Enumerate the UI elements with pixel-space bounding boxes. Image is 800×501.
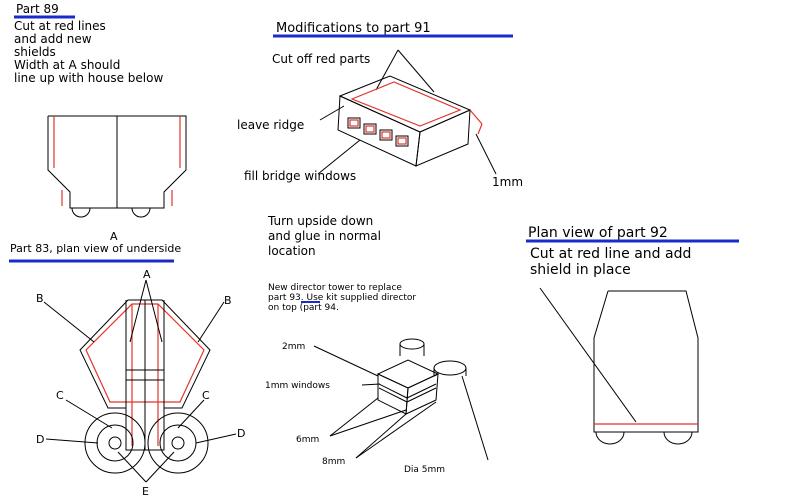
director-dim-dia: Dia 5mm [404, 465, 445, 475]
director-text-1: New director tower to replace [268, 283, 402, 293]
part91-cut-off: Cut off red parts [272, 52, 370, 66]
director-text-2: part 93. Use kit supplied director [268, 293, 416, 303]
part83-label-a: A [143, 268, 151, 281]
part91-turn-3: location [268, 244, 316, 258]
part89-line-4: Width at A should [14, 58, 120, 72]
part91-turn-2: and glue in normal [268, 229, 381, 243]
part83-label-d-right: D [237, 427, 245, 440]
director-drawing [376, 338, 467, 415]
part83-label-e: E [142, 485, 149, 498]
part89-line-3: shields [14, 45, 56, 59]
part92-text-1: Cut at red line and add [530, 246, 691, 262]
part83-title: Part 83, plan view of underside [10, 242, 181, 255]
part92-drawing [539, 287, 699, 445]
part91-fill-bridge: fill bridge windows [244, 169, 356, 183]
part91-turn-1: Turn upside down [267, 214, 373, 228]
part89-section: Part 89 Cut at red lines and add new shi… [14, 2, 187, 243]
part92-text-2: shield in place [530, 262, 631, 278]
part92-title: Plan view of part 92 [528, 225, 668, 241]
part91-section: Modifications to part 91 Cut off red par… [237, 21, 523, 258]
part83-label-b-right: B [224, 294, 232, 307]
director-section: New director tower to replace part 93. U… [265, 283, 489, 475]
part83-section: Part 83, plan view of underside [9, 242, 245, 498]
director-text-3: on top (part 94. [268, 303, 339, 313]
part89-line-2: and add new [14, 32, 92, 46]
part91-drawing [337, 75, 483, 167]
part91-title: Modifications to part 91 [276, 21, 431, 36]
part83-drawing [43, 279, 237, 483]
part83-label-d-left: D [36, 433, 44, 446]
part89-title: Part 89 [16, 2, 59, 16]
part83-label-c-right: C [202, 389, 210, 402]
director-dim-8mm: 8mm [322, 457, 345, 467]
part91-1mm: 1mm [492, 175, 523, 189]
director-dim-6mm: 6mm [296, 435, 319, 445]
part91-leave-ridge: leave ridge [237, 118, 304, 132]
director-dim-windows: 1mm windows [265, 381, 330, 391]
part89-line-1: Cut at red lines [14, 19, 106, 33]
part92-section: Plan view of part 92 Cut at red line and… [526, 225, 739, 445]
director-dim-2mm: 2mm [282, 342, 305, 352]
part89-drawing: A [47, 115, 187, 243]
part83-label-b-left: B [36, 292, 44, 305]
part89-line-5: line up with house below [14, 71, 163, 85]
part83-label-c-left: C [56, 389, 64, 402]
part89-label-a: A [110, 230, 118, 243]
